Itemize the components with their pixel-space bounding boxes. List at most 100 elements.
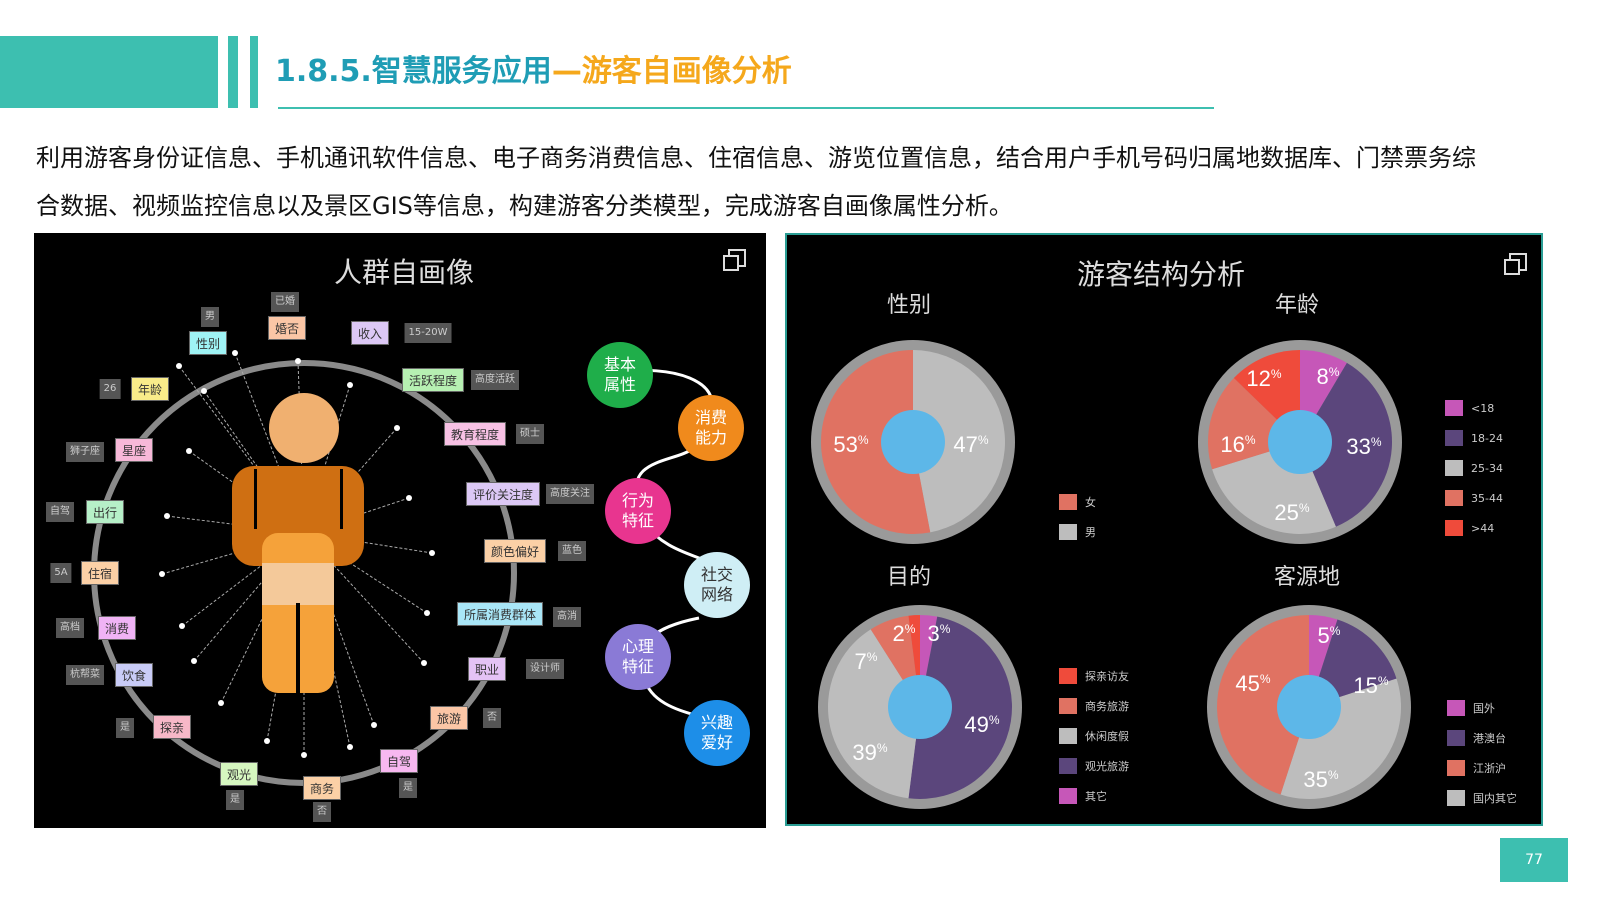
attribute-label: 住宿 [80, 561, 120, 585]
pie-data-label: 5% [1318, 623, 1341, 648]
legend-label: <18 [1471, 401, 1495, 415]
body-paragraph: 利用游客身份证信息、手机通讯软件信息、电子商务消费信息、住宿信息、游览位置信息，… [36, 144, 1476, 220]
attribute-value: 已婚 [271, 292, 299, 312]
pie-title: 客源地 [1273, 565, 1341, 590]
attribute-label: 探亲 [152, 715, 192, 739]
attribute-label: 婚否 [267, 316, 307, 340]
category-connector [613, 368, 717, 725]
legend-swatch [1445, 400, 1463, 416]
connector-dot [347, 744, 353, 750]
attribute-label: 颜色偏好 [483, 539, 547, 563]
attribute-value: 蓝色 [558, 541, 586, 561]
title-underline [278, 107, 1214, 109]
header-bar [228, 36, 238, 108]
connector-dot [264, 738, 270, 744]
legend-label: 国外 [1473, 702, 1495, 715]
legend-item: >44 [1445, 519, 1503, 537]
attribute-value: 高消 [553, 607, 581, 627]
attribute-label: 年龄 [130, 377, 170, 401]
legend-item: 休闲度假 [1059, 727, 1129, 745]
copy-icon[interactable] [1504, 253, 1527, 275]
category-bubble: 兴趣爱好 [684, 700, 750, 766]
category-bubble: 社交网络 [684, 552, 750, 618]
legend-swatch [1445, 430, 1463, 446]
attribute-value: 是 [226, 790, 244, 810]
connector-dot [406, 495, 412, 501]
attribute-value: 是 [116, 718, 134, 738]
copy-icon[interactable] [723, 249, 746, 271]
legend-swatch [1059, 758, 1077, 774]
legend-swatch [1445, 520, 1463, 536]
legend-label: 休闲度假 [1085, 730, 1129, 743]
legend-label: 男 [1085, 526, 1096, 539]
legend-item: 女 [1059, 493, 1096, 511]
pie-data-label: 7% [855, 649, 878, 674]
figure-head [269, 393, 339, 463]
visitor-structure-panel: 游客结构分析 47%53%8%33%25%16%12%3%49%39%7%2%5… [785, 233, 1543, 826]
pie-legend: 探亲访友商务旅游休闲度假观光旅游其它 [1059, 667, 1129, 805]
category-bubble: 行为特征 [605, 478, 671, 544]
attribute-label: 收入 [350, 321, 390, 345]
pie-slice [1300, 362, 1392, 527]
header-accent-block [0, 36, 218, 108]
portrait-figure [91, 350, 717, 786]
panel-title: 游客结构分析 [1077, 258, 1246, 291]
attribute-label: 所属消费群体 [456, 602, 544, 626]
connector-dot [424, 610, 430, 616]
pie-data-label: 3% [928, 621, 951, 646]
pie-title: 年龄 [1274, 293, 1320, 318]
legend-swatch [1447, 790, 1465, 806]
legend-item: 探亲访友 [1059, 667, 1129, 685]
pie-center [881, 410, 945, 474]
pie-slice [908, 616, 1012, 799]
legend-label: 18-24 [1471, 431, 1503, 445]
legend-item: 其它 [1059, 787, 1129, 805]
legend-item: 国外 [1447, 699, 1517, 717]
connector-dot [347, 382, 353, 388]
pie-legend: 女男 [1059, 493, 1096, 541]
attribute-value: 26 [99, 379, 121, 399]
pie-slice [821, 350, 931, 534]
pie-data-label: 45% [1235, 671, 1270, 696]
pie-center [1268, 410, 1332, 474]
legend-item: 男 [1059, 523, 1096, 541]
pie-data-label: 33% [1346, 434, 1381, 459]
pie-legend: 国外港澳台江浙沪国内其它 [1447, 699, 1517, 807]
pie-data-label: 39% [852, 740, 887, 765]
legend-label: 国内其它 [1473, 792, 1517, 805]
pie-slice [913, 350, 1005, 533]
category-bubble: 心理特征 [605, 624, 671, 690]
pie-data-label: 25% [1274, 500, 1309, 525]
pie-data-label: 53% [833, 432, 868, 457]
attribute-label: 饮食 [114, 663, 154, 687]
legend-label: 25-34 [1471, 461, 1503, 475]
connector-dot [176, 363, 182, 369]
attribute-label: 性别 [188, 331, 228, 355]
connector-dot [201, 388, 207, 394]
title-accent: —游客自画像分析 [551, 54, 792, 89]
connector-line [203, 390, 305, 534]
pie-title: 目的 [886, 565, 932, 590]
legend-swatch [1059, 728, 1077, 744]
attribute-value: 狮子座 [66, 442, 104, 462]
legend-swatch [1445, 460, 1463, 476]
legend-swatch [1059, 698, 1077, 714]
legend-swatch [1445, 490, 1463, 506]
attribute-value: 是 [399, 778, 417, 798]
attribute-label: 活跃程度 [401, 368, 465, 392]
category-bubble: 基本属性 [587, 342, 653, 408]
connector-dot [232, 350, 238, 356]
connector-dot [159, 571, 165, 577]
legend-label: 探亲访友 [1085, 670, 1129, 683]
connector-dot [394, 425, 400, 431]
connector-dot [421, 660, 427, 666]
legend-item: 18-24 [1445, 429, 1503, 447]
legend-swatch [1447, 700, 1465, 716]
legend-item: 国内其它 [1447, 789, 1517, 807]
connector-dot [218, 700, 224, 706]
pie-data-label: 15% [1353, 673, 1388, 698]
attribute-value: 男 [201, 307, 219, 327]
legend-item: 35-44 [1445, 489, 1503, 507]
slide-title: 1.8.5.智慧服务应用—游客自画像分析 [275, 46, 792, 90]
